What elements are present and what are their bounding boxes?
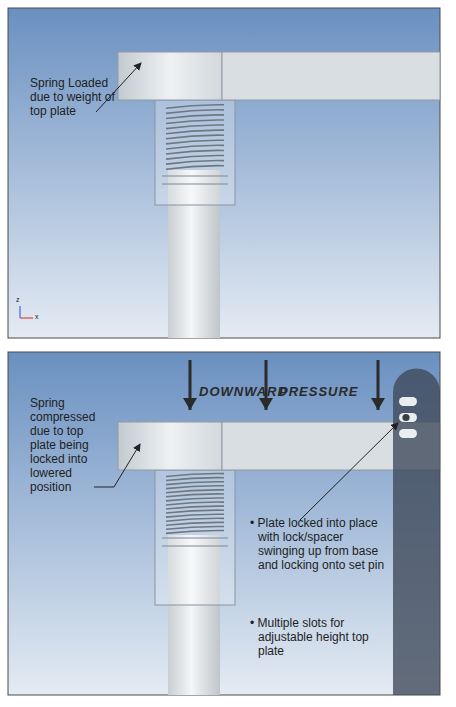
spring-coil xyxy=(166,490,224,493)
spring-coil xyxy=(166,486,224,489)
spring-coil xyxy=(166,474,224,477)
spring-coil xyxy=(166,115,224,119)
spring-coil xyxy=(166,155,224,159)
spring-coil xyxy=(166,494,224,497)
axis-label: x xyxy=(35,313,45,321)
spring-coil xyxy=(166,502,224,505)
spring-coil xyxy=(166,166,224,170)
pressure-label: DOWNWARD xyxy=(199,384,263,399)
spring-coil xyxy=(166,514,224,517)
spring-coil xyxy=(166,498,224,501)
spring-coil xyxy=(166,478,224,481)
spring-coil xyxy=(166,130,224,134)
callout-text: • Plate locked into place with lock/spac… xyxy=(250,516,386,572)
spring-coil xyxy=(166,110,224,114)
spring-coil xyxy=(166,506,224,509)
callout-text: Spring Loaded due to weight of top plate xyxy=(30,76,122,118)
spring-coil xyxy=(166,135,224,139)
spring-coil xyxy=(166,518,224,521)
spring-coil xyxy=(166,522,224,525)
spring-coil xyxy=(166,120,224,124)
spring-coil xyxy=(166,150,224,154)
axis-label: z xyxy=(16,296,26,304)
spring-coil xyxy=(166,161,224,165)
spring-coil xyxy=(166,530,224,533)
pressure-label: PRESSURE xyxy=(279,384,375,399)
callout-text: • Multiple slots for adjustable height t… xyxy=(250,616,386,658)
spring-coil xyxy=(166,105,224,109)
spring-coil xyxy=(166,510,224,513)
spring-coil xyxy=(166,482,224,485)
spring-coil xyxy=(166,145,224,149)
spring-coil xyxy=(166,125,224,129)
callout-text: Spring compressed due to top plate being… xyxy=(30,396,112,494)
spring-coil xyxy=(166,140,224,144)
spring-coil xyxy=(166,526,224,529)
